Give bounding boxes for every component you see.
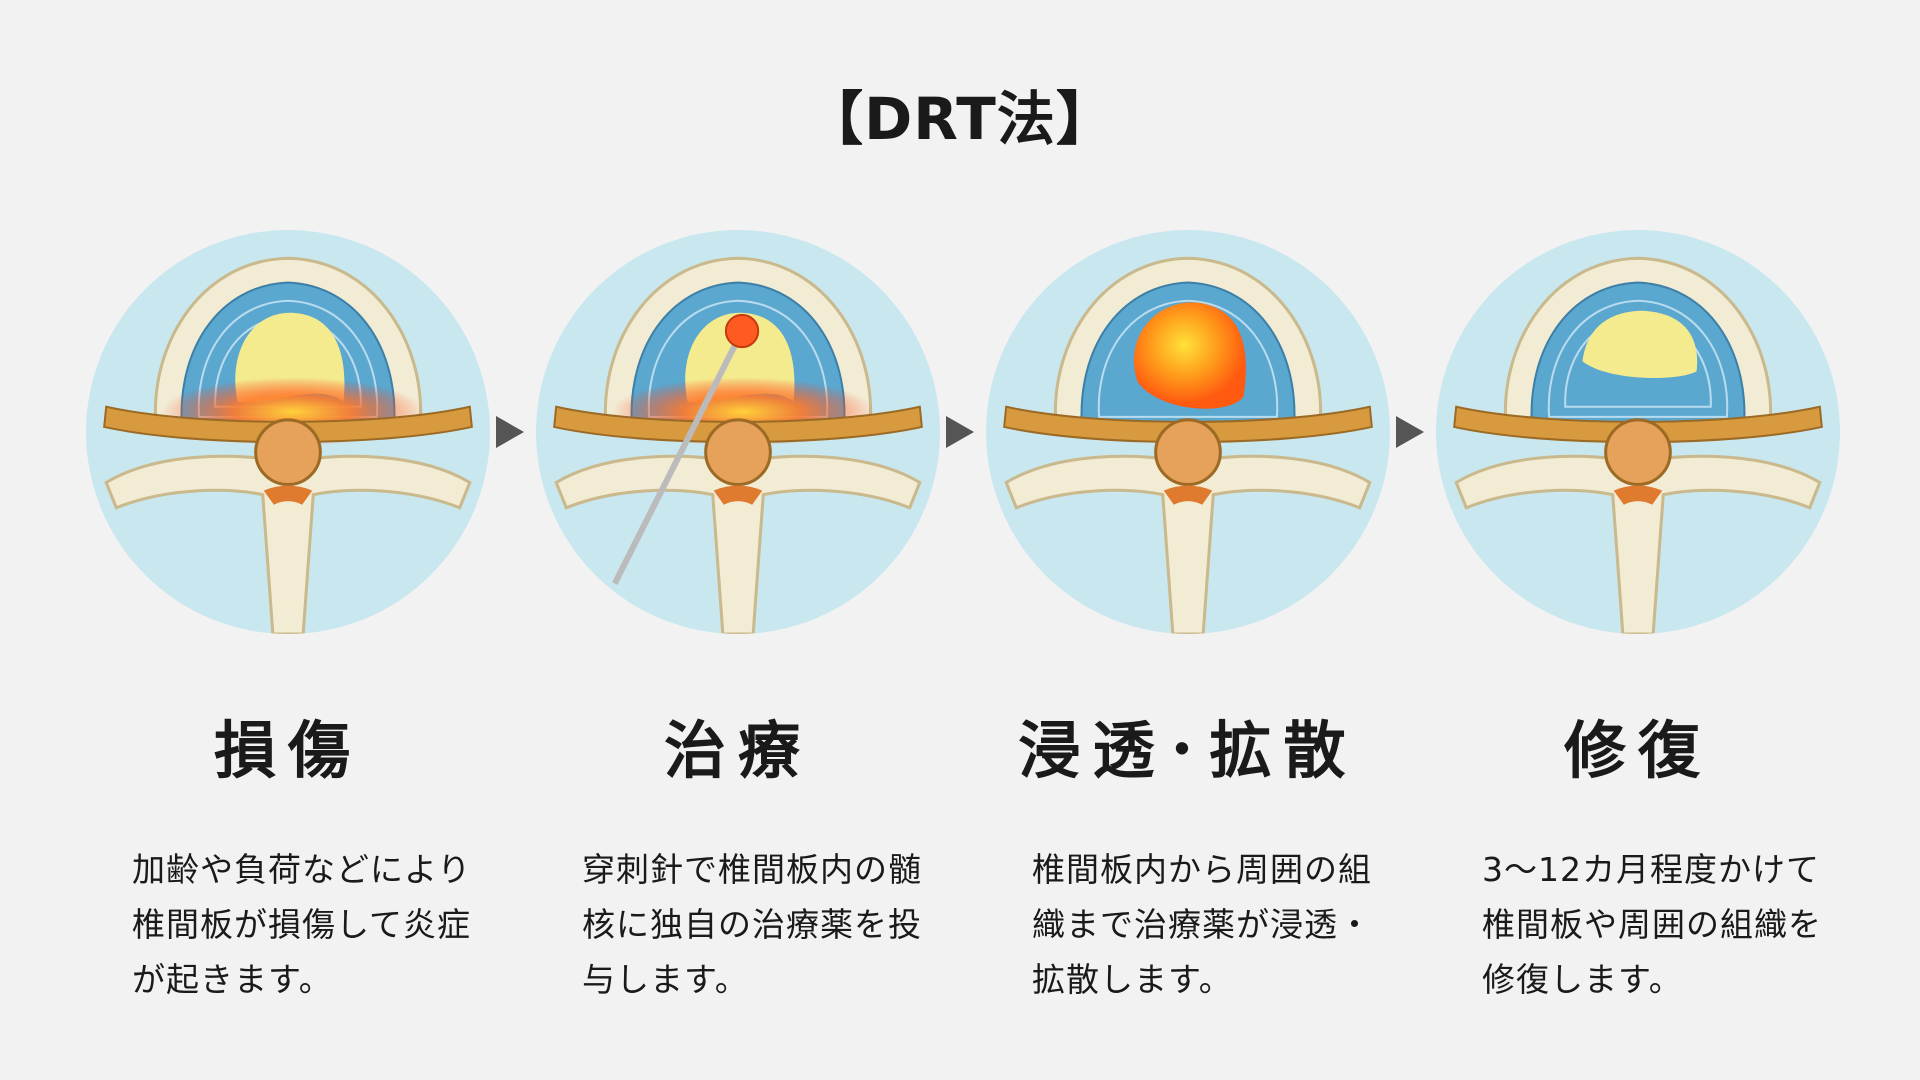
stage-description-damage: 加齢や負荷などにより椎間板が損傷して炎症が起きます。	[132, 850, 472, 999]
page-title: 【DRT法】	[805, 85, 1115, 153]
repair-illustration	[1436, 230, 1840, 634]
needle-icon	[612, 337, 741, 585]
stage-description-infiltration: 椎間板内から周囲の組織まで治療薬が浸透・拡散します。	[1032, 850, 1372, 999]
treatment-illustration	[536, 230, 940, 634]
arrow-icon	[496, 416, 524, 448]
infiltration-illustration	[986, 230, 1390, 634]
arrow-icon	[946, 416, 974, 448]
stage-title-infiltration: 浸透･拡散	[1018, 714, 1358, 787]
stage-title-repair: 修復	[1563, 714, 1712, 787]
arrow-icon	[1396, 416, 1424, 448]
stage-description-treatment: 穿刺針で椎間板内の髄核に独自の治療薬を投与します。	[582, 850, 922, 999]
damage-illustration	[86, 230, 490, 634]
stage-title-damage: 損傷	[213, 714, 362, 787]
stage-description-repair: 3〜12カ月程度かけて椎間板や周囲の組織を修復します。	[1482, 850, 1822, 999]
stage-title-treatment: 治療	[663, 714, 812, 787]
